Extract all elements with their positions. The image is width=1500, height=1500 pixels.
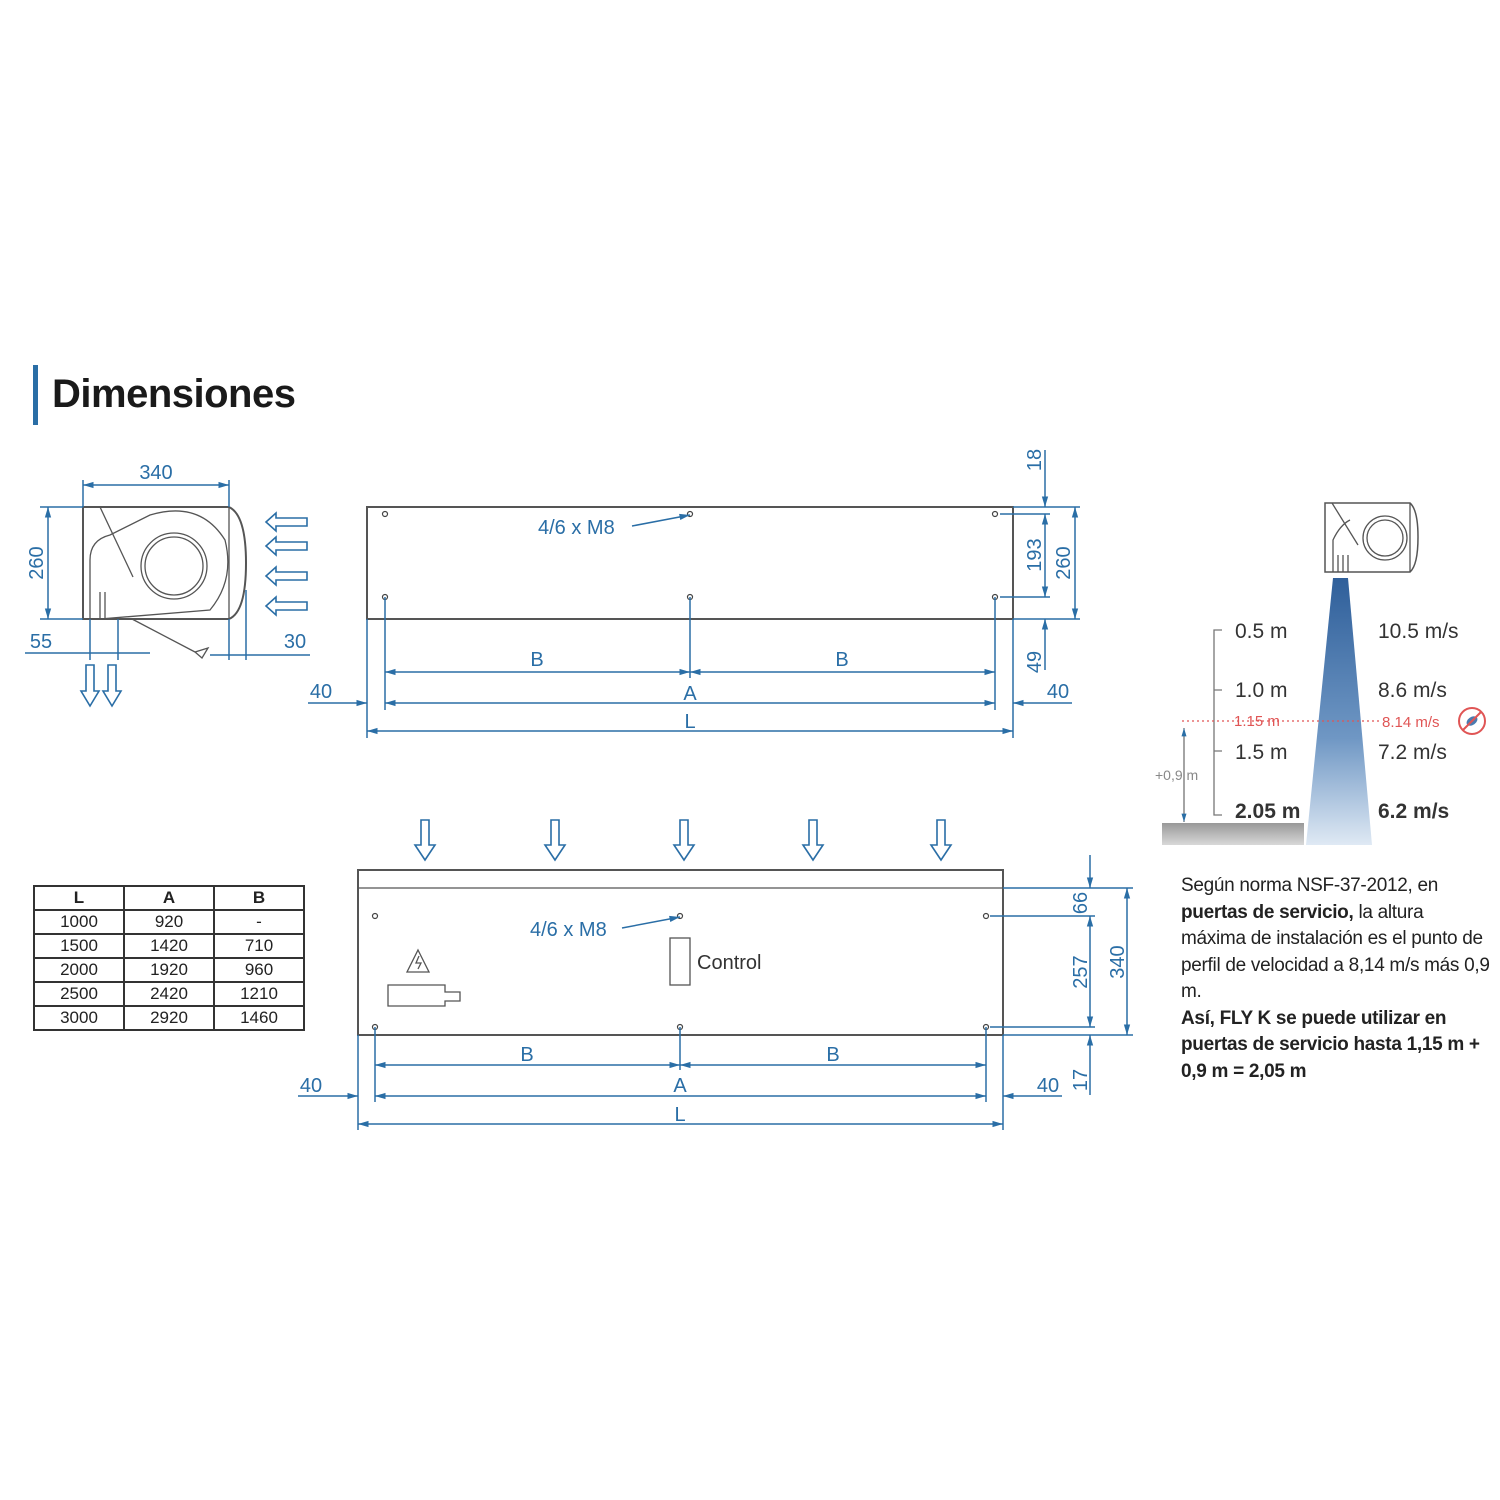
front-d17-label: 17 xyxy=(1070,1069,1092,1091)
speed-label: 7.2 m/s xyxy=(1378,741,1447,764)
top-b-right-label: B xyxy=(835,649,848,671)
air-outlet-arrows-icon xyxy=(79,664,123,708)
side-right-offset-label: 30 xyxy=(284,631,306,653)
height-label: 1.0 m xyxy=(1235,679,1288,702)
top-b-left-label: B xyxy=(530,649,543,671)
side-width-label: 340 xyxy=(139,462,172,484)
airflow-down-arrows-icon xyxy=(413,819,953,862)
title-accent-bar xyxy=(33,365,38,425)
front-a-label: A xyxy=(673,1075,687,1097)
note-text: la altura máxima de instalación es el pu… xyxy=(1181,901,1490,1003)
front-d66-label: 66 xyxy=(1070,892,1092,914)
power-plug-icon xyxy=(387,984,461,1007)
top-right-margin-label: 40 xyxy=(1047,681,1069,703)
top-d260-label: 260 xyxy=(1053,546,1075,579)
top-left-margin-label: 40 xyxy=(310,681,332,703)
cell: 1000 xyxy=(33,909,125,935)
top-d18-label: 18 xyxy=(1024,449,1046,471)
note-bold: puertas de servicio, xyxy=(1181,901,1354,923)
speed-label: 10.5 m/s xyxy=(1378,620,1459,643)
velocity-profile: 0.5 m 1.0 m 1.5 m 2.05 m 10.5 m/s 8.6 m/… xyxy=(1155,502,1486,845)
top-d49-label: 49 xyxy=(1024,651,1046,673)
cell: 1420 xyxy=(123,933,215,959)
top-view: 4/6 x M8 B B A L 40 40 18 193 260 49 xyxy=(308,449,1080,738)
front-d257-label: 257 xyxy=(1070,955,1092,988)
speed-label: 8.6 m/s xyxy=(1378,679,1447,702)
front-l-label: L xyxy=(674,1104,685,1126)
cell: 1210 xyxy=(213,981,305,1007)
front-bolt-label: 4/6 x M8 xyxy=(530,919,607,941)
speed-label: 6.2 m/s xyxy=(1378,800,1449,823)
cell: 2000 xyxy=(33,957,125,983)
front-d340-label: 340 xyxy=(1107,945,1129,978)
cell: 920 xyxy=(123,909,215,935)
control-box xyxy=(669,937,691,986)
height-label: 2.05 m xyxy=(1235,800,1300,823)
height-label: 1.5 m xyxy=(1235,741,1288,764)
cell: 2420 xyxy=(123,981,215,1007)
control-label: Control xyxy=(697,952,761,974)
table-header: L xyxy=(33,885,125,911)
page-title: Dimensiones xyxy=(52,372,296,416)
front-left-margin-label: 40 xyxy=(300,1075,322,1097)
front-view: 4/6 x M8 Control B B A L 40 40 66 257 34… xyxy=(298,819,1133,1130)
height-label: 0.5 m xyxy=(1235,620,1288,643)
limit-speed-label: 8.14 m/s xyxy=(1382,714,1440,731)
side-left-offset-label: 55 xyxy=(30,631,52,653)
front-b-right-label: B xyxy=(826,1044,839,1066)
front-right-margin-label: 40 xyxy=(1037,1075,1059,1097)
top-d193-label: 193 xyxy=(1024,538,1046,571)
electrical-warning-icon xyxy=(405,948,431,973)
cell: - xyxy=(213,909,305,935)
air-intake-arrows-icon xyxy=(264,511,308,617)
installation-note: Según norma NSF-37-2012, en puertas de s… xyxy=(1181,873,1491,1085)
cell: 2500 xyxy=(33,981,125,1007)
note-conclusion: Así, FLY K se puede utilizar en puertas … xyxy=(1181,1007,1480,1082)
cell: 1920 xyxy=(123,957,215,983)
cell: 1500 xyxy=(33,933,125,959)
no-insects-icon xyxy=(1458,707,1486,735)
top-bolt-label: 4/6 x M8 xyxy=(538,517,615,539)
cell: 1460 xyxy=(213,1005,305,1031)
side-height-label: 260 xyxy=(26,546,48,579)
side-view: 340 260 55 30 xyxy=(25,462,310,708)
table-header: B xyxy=(213,885,305,911)
limit-height-label: 1.15 m xyxy=(1234,713,1280,730)
cell: 960 xyxy=(213,957,305,983)
cell: 2920 xyxy=(123,1005,215,1031)
front-b-left-label: B xyxy=(520,1044,533,1066)
cell: 710 xyxy=(213,933,305,959)
extra-height-label: +0,9 m xyxy=(1155,767,1198,783)
top-l-label: L xyxy=(684,711,695,733)
top-a-label: A xyxy=(683,683,697,705)
floor xyxy=(1162,823,1304,845)
note-text: Según norma NSF-37-2012, en xyxy=(1181,875,1439,896)
air-beam xyxy=(1306,578,1372,845)
table-header: A xyxy=(123,885,215,911)
cell: 3000 xyxy=(33,1005,125,1031)
